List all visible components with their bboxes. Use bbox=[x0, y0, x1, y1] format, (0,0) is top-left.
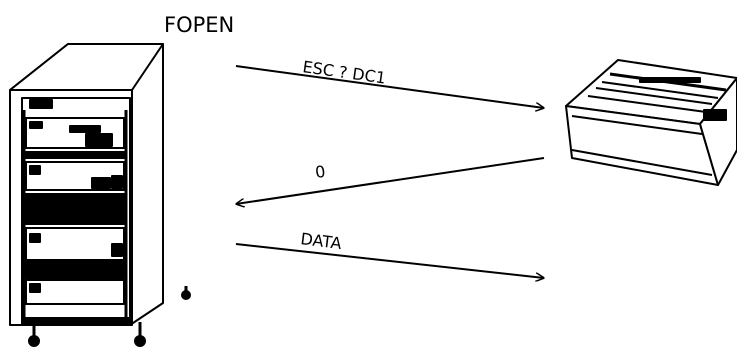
arrow-zero-response bbox=[236, 157, 545, 204]
arrow-data bbox=[235, 243, 544, 278]
message-data-label: DATA bbox=[300, 229, 343, 253]
diagram-title: FOPEN bbox=[164, 13, 234, 37]
computer-cabinet-icon bbox=[9, 43, 191, 347]
message-zero-label: 0 bbox=[314, 162, 327, 182]
arrow-esc-dc1 bbox=[235, 65, 544, 108]
printer-icon bbox=[565, 59, 737, 186]
message-esc-dc1-label: ESC ? DC1 bbox=[301, 57, 387, 87]
